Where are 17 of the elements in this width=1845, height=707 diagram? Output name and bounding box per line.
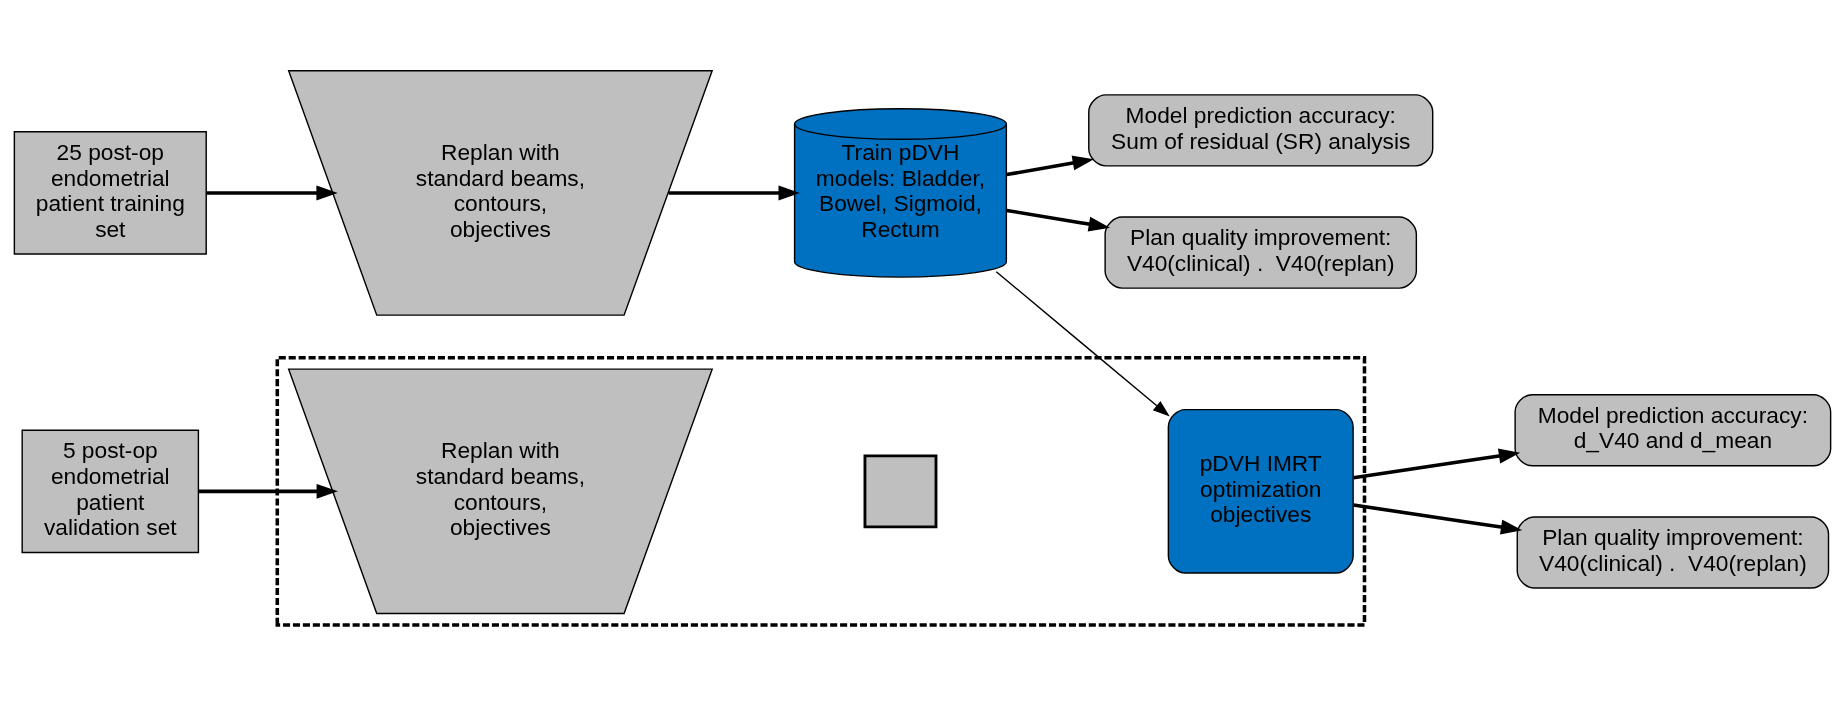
arrow [995,271,1170,417]
cluster [275,356,1367,627]
arrow [198,483,338,499]
arrow [668,185,800,201]
arrow [1006,208,1110,232]
node-box: 25 post-op endometrial patient training set [13,131,207,255]
arrow [1353,448,1521,480]
node-box: Model prediction accuracy: d_V40 and d_mean [1514,394,1832,467]
node-box: Plan quality improvement: V40(clinical) . V40(replan) [1104,216,1418,289]
node-box: Model prediction accuracy: Sum of residual (SR) analysis [1088,94,1434,167]
node-box: Plan quality improvement: V40(clinical) . V40(replan) [1516,516,1830,589]
arrow [1353,503,1523,535]
arrow [206,185,338,201]
node-box: 5 post-op endometrial patient validation set [21,429,200,554]
node-box: pDVH IMRT optimization objectives [1167,408,1354,574]
arrow [1006,155,1094,177]
node-plus [863,454,938,529]
